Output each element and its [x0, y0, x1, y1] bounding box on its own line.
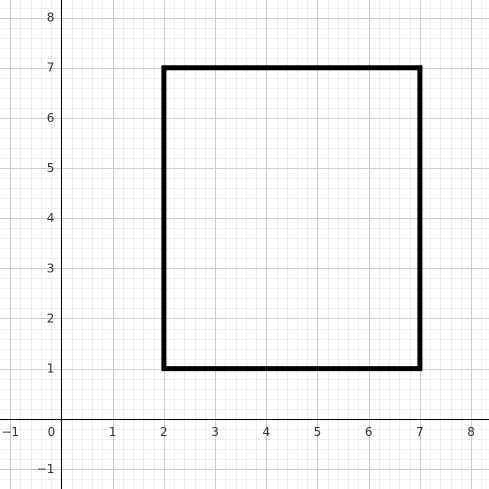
origin-label: 0 — [48, 425, 56, 439]
y-tick-label: 5 — [47, 161, 55, 175]
x-tick-label: 2 — [160, 425, 168, 439]
plotted-shapes — [161, 65, 423, 372]
x-tick-label: 7 — [416, 425, 424, 439]
x-tick-label: 4 — [262, 425, 270, 439]
x-tick-label: 8 — [467, 425, 475, 439]
y-tick-label: 6 — [47, 111, 55, 125]
y-tick-label: 3 — [47, 261, 55, 275]
x-tick-label: 5 — [314, 425, 322, 439]
y-tick-label: 4 — [47, 211, 55, 225]
x-tick-label: 1 — [109, 425, 117, 439]
x-tick-label: 6 — [365, 425, 373, 439]
tick-labels: −1 0 1 2 3 4 5 6 7 8 −1 1 2 3 4 5 6 7 8 — [1, 11, 475, 476]
x-tick-label: 3 — [211, 425, 219, 439]
y-tick-label: −1 — [37, 462, 55, 476]
y-tick-label: 2 — [47, 311, 55, 325]
y-tick-label: 7 — [47, 61, 55, 75]
y-tick-label: 8 — [47, 11, 55, 25]
rectangle-shape — [161, 65, 423, 372]
x-tick-label: −1 — [1, 425, 19, 439]
y-tick-label: 1 — [47, 362, 55, 376]
